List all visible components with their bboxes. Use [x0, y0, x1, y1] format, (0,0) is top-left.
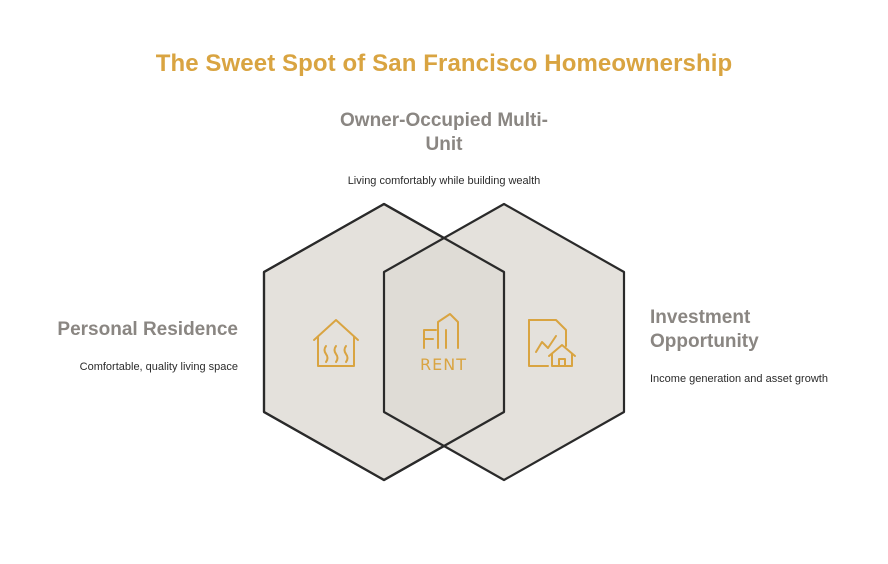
investment-description: Income generation and asset growth [650, 373, 828, 385]
owner-occupied-description: Living comfortably while building wealth [347, 175, 541, 187]
diagram-title: The Sweet Spot of San Francisco Homeowne… [155, 50, 733, 77]
personal-residence-description: Comfortable, quality living space [79, 361, 238, 373]
personal-residence-heading: Personal Residence [57, 319, 238, 340]
investment-heading: Investment Opportunity [650, 307, 759, 352]
personal-residence-hexagon-outline [262, 202, 506, 482]
rent-label: RENT [420, 355, 467, 374]
owner-occupied-heading: Owner-Occupied Multi-Unit [340, 110, 548, 155]
chart-house-icon [528, 319, 576, 367]
rent-building-icon: RENT [420, 313, 467, 374]
warm-house-icon [313, 319, 359, 367]
